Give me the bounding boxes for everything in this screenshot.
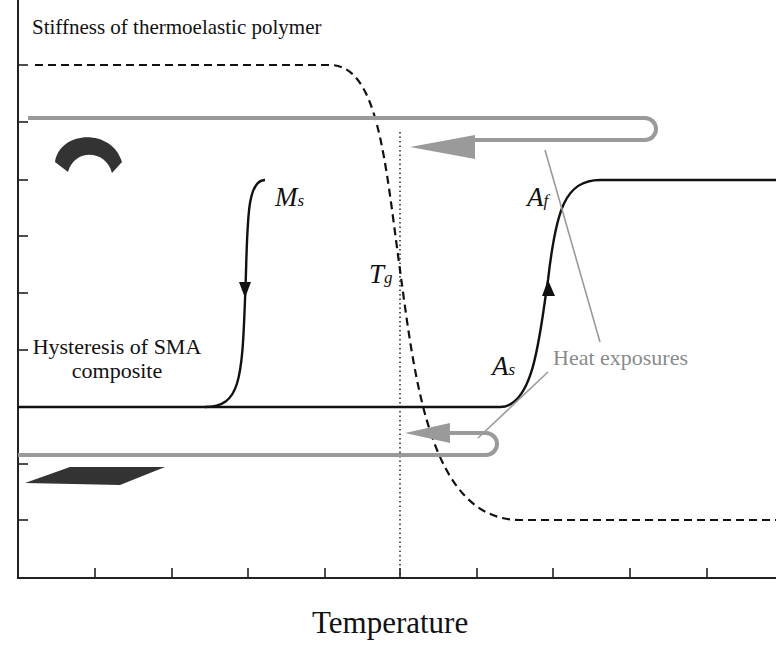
hysteresis-cooling: [205, 180, 265, 407]
heat-exposure-paths: [18, 118, 656, 455]
symbol-label: Tg: [369, 260, 393, 290]
symbol-label: Af: [527, 183, 548, 213]
tg-line: [399, 132, 401, 578]
symbol-label: Ms: [275, 183, 304, 213]
axis-title: Temperature: [312, 606, 468, 640]
hysteresis-heating: [18, 180, 776, 407]
stiffness-curve: [35, 65, 776, 520]
callout-label: Heat exposures: [553, 346, 688, 370]
symbol-label: As: [492, 352, 515, 382]
curved-sample-icon: [55, 137, 122, 173]
heating-arrow: [542, 280, 555, 296]
flat-sample-icon: [25, 467, 165, 485]
curve-title: Stiffness of thermoelastic polymer: [32, 16, 321, 39]
axes: [17, 0, 776, 579]
cooling-arrow: [239, 282, 251, 298]
heat-exposure-arrowheads: [405, 135, 475, 443]
heat-leader-lines: [478, 150, 600, 438]
curve-title: Hysteresis of SMA composite: [22, 335, 212, 383]
